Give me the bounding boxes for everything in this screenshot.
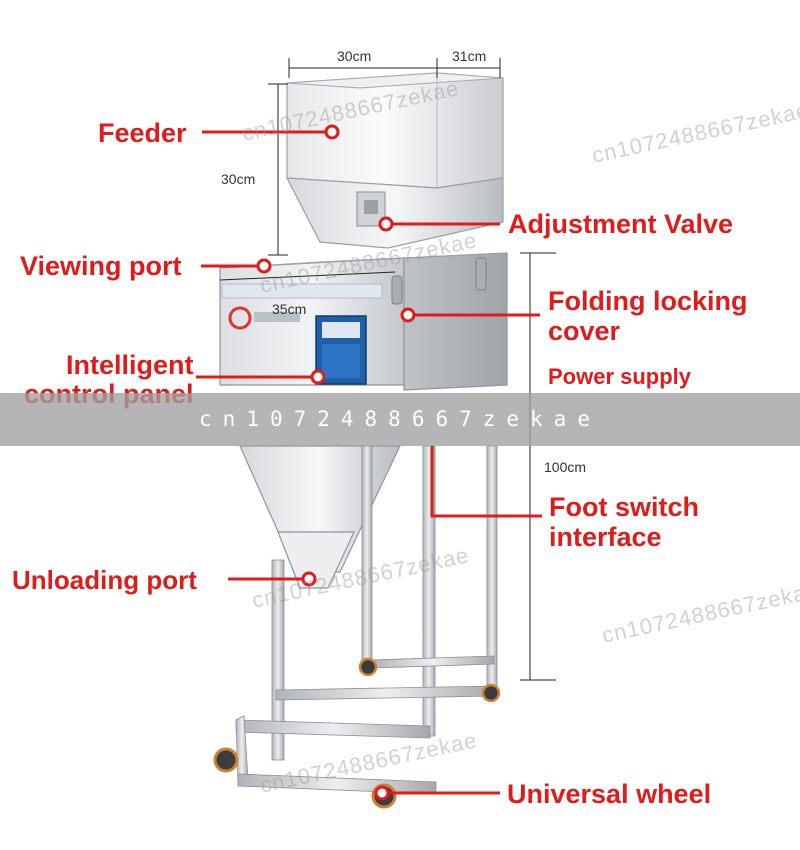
dimension-hopper-height: 30cm: [221, 171, 256, 187]
label-unloading-port: Unloading port: [12, 565, 197, 595]
label-feeder: Feeder: [98, 118, 187, 148]
label-adjustment-valve: Adjustment Valve: [508, 209, 734, 239]
dimension-hopper-depth: 31cm: [452, 48, 487, 64]
dimension-stand-height: 100cm: [544, 459, 587, 475]
label-intelligent-control-panel-1: Intelligent: [66, 350, 194, 380]
label-foot-switch-2: interface: [549, 522, 662, 552]
label-folding-locking-cover-2: cover: [548, 316, 621, 346]
label-viewing-port: Viewing port: [20, 251, 182, 281]
label-foot-switch-1: Foot switch: [549, 492, 699, 522]
dimension-body-width: 35cm: [272, 301, 307, 317]
callout-dots: [256, 124, 416, 801]
dimension-hopper-width: 30cm: [337, 48, 372, 64]
machine-body: [219, 252, 508, 391]
dimension-lines: [219, 58, 556, 681]
stand-frame: [213, 445, 501, 809]
discharge-cone: [239, 445, 401, 589]
label-universal-wheel: Universal wheel: [507, 779, 712, 809]
watermark-banner: cn1072488667zekae: [0, 393, 800, 446]
callout-lines: [196, 130, 542, 795]
watermark-banner-text: cn1072488667zekae: [199, 407, 601, 431]
label-power-supply: Power supply: [548, 364, 692, 389]
label-folding-locking-cover-1: Folding locking: [548, 286, 748, 316]
